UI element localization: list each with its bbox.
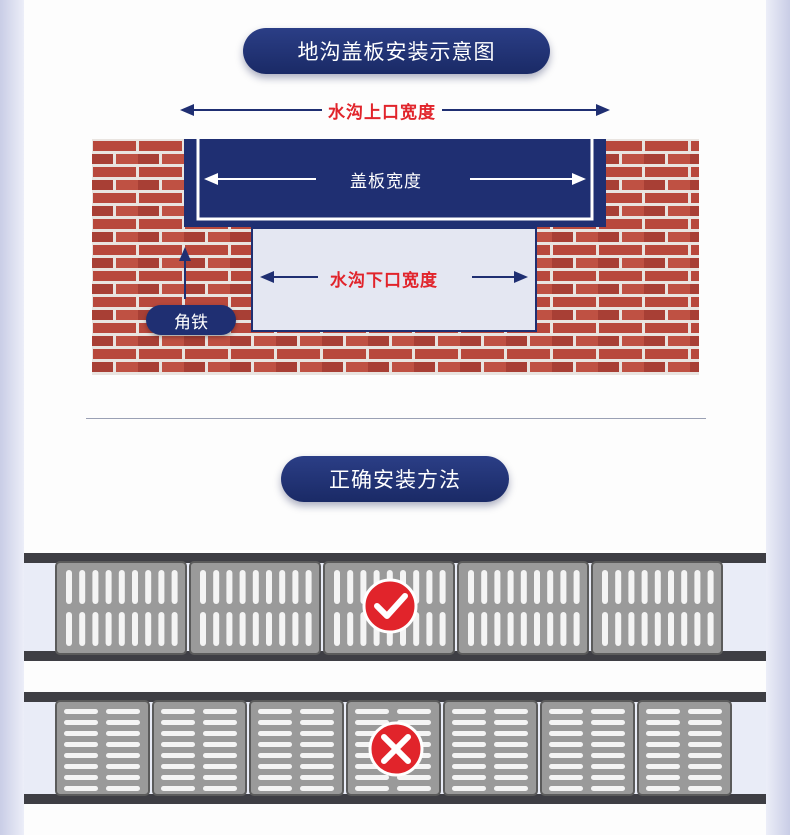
cross-icon — [368, 721, 424, 777]
top-width-label: 水沟上口宽度 — [322, 98, 442, 123]
grate-wrong — [443, 700, 538, 796]
angle-iron-badge: 角铁 — [146, 305, 236, 335]
grate-wrong — [637, 700, 732, 796]
grate-wrong — [152, 700, 247, 796]
grate-correct — [591, 561, 723, 655]
cover-plate — [184, 139, 606, 227]
diagram-title-badge: 地沟盖板安装示意图 — [243, 28, 550, 74]
section-divider — [86, 418, 706, 419]
bottom-width-label: 水沟下口宽度 — [330, 271, 438, 291]
angle-iron-frame — [196, 139, 594, 221]
wrong-installation-row — [24, 692, 766, 804]
grate-correct — [55, 561, 187, 655]
cover-width-label: 盖板宽度 — [350, 172, 422, 192]
grate-wrong — [55, 700, 150, 796]
trench-cross-section — [92, 139, 699, 375]
method-title-badge: 正确安装方法 — [281, 456, 509, 502]
left-border-strip — [0, 0, 24, 835]
grate-installation-comparison — [24, 553, 766, 804]
grate-wrong — [249, 700, 344, 796]
grate-wrong — [540, 700, 635, 796]
lower-channel — [251, 226, 537, 332]
grate-correct — [189, 561, 321, 655]
grate-correct — [457, 561, 589, 655]
check-icon — [362, 578, 418, 634]
right-border-strip — [766, 0, 790, 835]
